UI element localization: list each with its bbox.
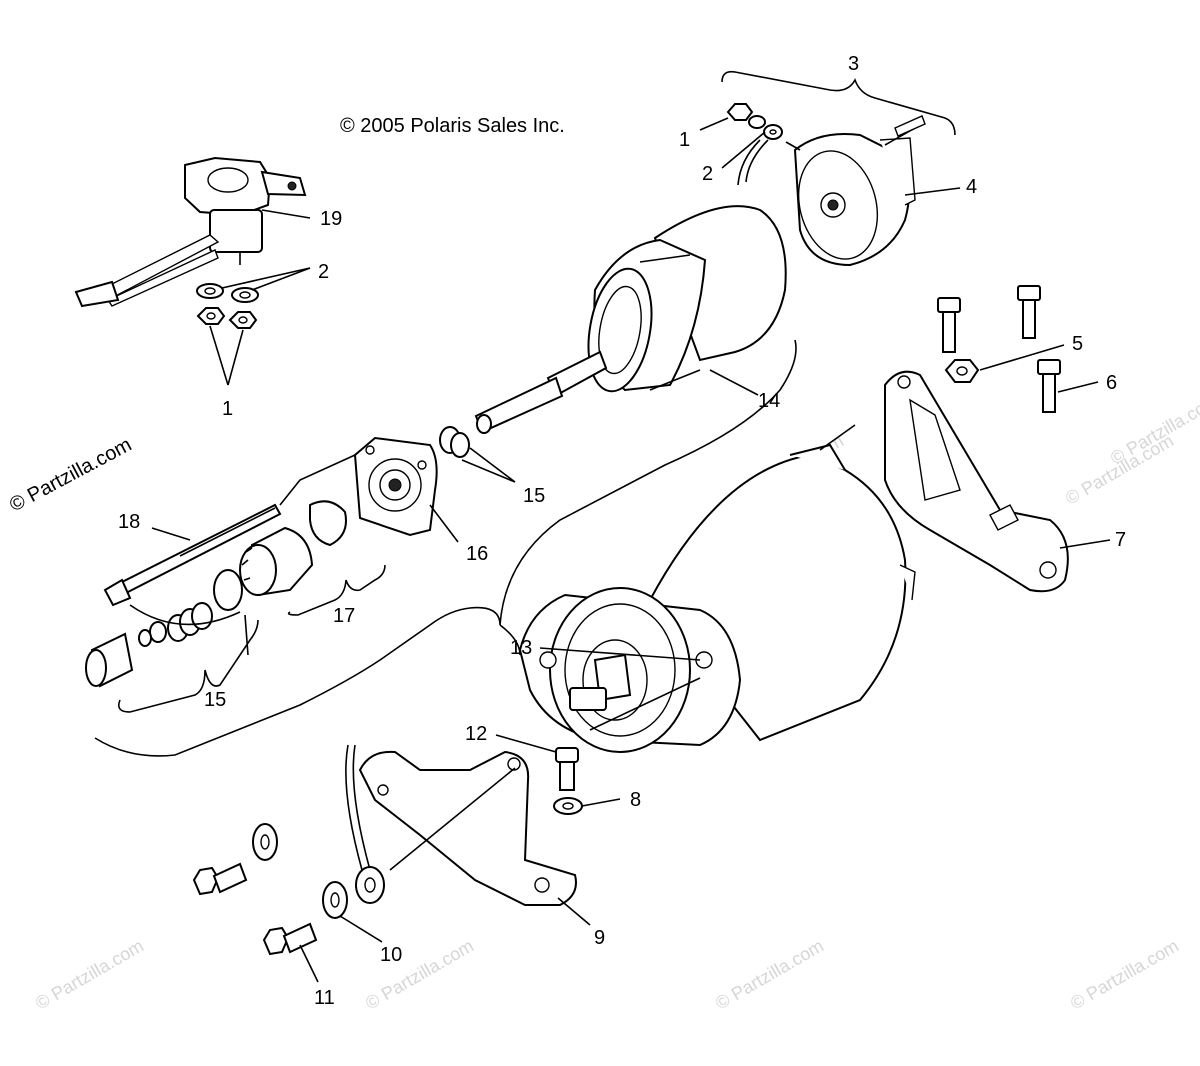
through-bolt bbox=[103, 503, 282, 607]
assembly-lines bbox=[94, 339, 797, 757]
callout-labels: 3 1 2 4 19 2 1 14 5 6 15 16 18 7 17 13 1… bbox=[118, 53, 1126, 1009]
callout-19: 19 bbox=[320, 208, 342, 230]
mounting-bolts bbox=[937, 285, 1061, 413]
drive-pinion-assembly bbox=[138, 526, 314, 647]
callout-2-rear: 2 bbox=[702, 163, 713, 185]
callout-9: 9 bbox=[594, 927, 605, 949]
callout-1-solenoid: 1 bbox=[222, 398, 233, 420]
callout-17: 17 bbox=[333, 605, 355, 627]
callout-3: 3 bbox=[848, 53, 859, 75]
armature bbox=[474, 205, 787, 434]
callout-4: 4 bbox=[966, 176, 977, 198]
lower-bolts-washers bbox=[192, 823, 348, 956]
callout-12: 12 bbox=[465, 723, 487, 745]
watermark: © Partzilla.com bbox=[32, 935, 147, 1013]
callout-16: 16 bbox=[466, 543, 488, 565]
starter-motor-body bbox=[518, 424, 916, 753]
callout-14: 14 bbox=[758, 390, 780, 412]
solenoid-hardware bbox=[196, 283, 259, 329]
mount-bracket bbox=[884, 370, 1069, 593]
callout-11: 11 bbox=[314, 987, 335, 1009]
callout-15-upper: 15 bbox=[523, 485, 545, 507]
front-bushing bbox=[85, 632, 134, 688]
watermark: © Partzilla.com bbox=[1067, 935, 1182, 1013]
callout-13: 13 bbox=[510, 637, 532, 659]
callout-18: 18 bbox=[118, 511, 140, 533]
callout-1-rear: 1 bbox=[679, 129, 690, 151]
solenoid-switch bbox=[74, 156, 307, 308]
callout-2-solenoid: 2 bbox=[318, 261, 329, 283]
leader-lines bbox=[151, 117, 1111, 983]
callout-6: 6 bbox=[1106, 372, 1117, 394]
callout-5: 5 bbox=[1072, 333, 1083, 355]
side-watermark: © Partzilla.com bbox=[6, 434, 135, 517]
bushings bbox=[439, 426, 470, 458]
bracket-bolt-washer bbox=[553, 747, 583, 815]
callout-15-lower: 15 bbox=[204, 689, 226, 711]
callout-7: 7 bbox=[1115, 529, 1126, 551]
copyright-notice: © 2005 Polaris Sales Inc. bbox=[340, 115, 565, 137]
kit-bracket-3 bbox=[721, 70, 956, 136]
drive-end-plate bbox=[309, 436, 438, 547]
lower-bracket bbox=[345, 744, 577, 906]
rear-end-housing bbox=[785, 115, 926, 267]
rear-hardware bbox=[726, 103, 783, 186]
callout-10: 10 bbox=[380, 944, 402, 966]
callout-8: 8 bbox=[630, 789, 641, 811]
watermark: © Partzilla.com bbox=[712, 935, 827, 1013]
